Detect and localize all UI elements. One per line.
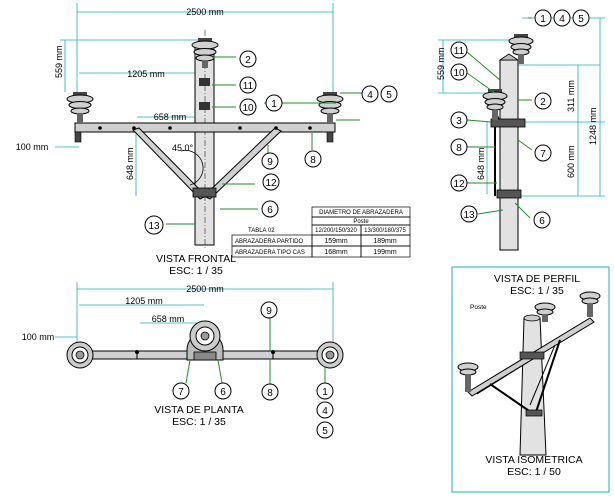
table-name: TABLA 02 — [248, 228, 275, 234]
front-view-scale: ESC: 1 / 35 — [169, 265, 223, 277]
dim-2500-front: 2500 mm — [186, 7, 224, 17]
callout-8-plan: 8 — [267, 388, 273, 399]
dim-311-profile: 311 mm — [566, 80, 576, 112]
callout-4-profile: 4 — [559, 14, 565, 25]
poste-label: Poste — [470, 304, 487, 311]
dim-658-front: 658 mm — [154, 112, 187, 122]
callout-12-profile: 12 — [453, 179, 465, 190]
angle-45: 45.0° — [172, 143, 194, 153]
table-row-1-label: ABRAZADERA PARTIDO — [235, 239, 303, 245]
callout-4-front: 4 — [367, 90, 373, 101]
dim-648-front: 648 mm — [125, 147, 135, 180]
callout-2-front: 2 — [245, 55, 251, 66]
callout-8-profile: 8 — [456, 143, 462, 154]
callout-5-profile: 5 — [578, 14, 584, 25]
pole-plan — [186, 320, 224, 361]
callout-3-profile: 3 — [456, 116, 462, 127]
callout-8-front: 8 — [310, 155, 316, 166]
insulator-right-plan — [316, 341, 344, 369]
plan-view: 2500 mm 1205 mm 658 mm 100 mm — [22, 282, 344, 439]
callout-13-front: 13 — [148, 221, 160, 232]
callout-6-plan: 6 — [220, 387, 226, 398]
dim-2500-plan: 2500 mm — [186, 284, 224, 294]
callout-9-plan: 9 — [266, 306, 272, 317]
callout-1-profile: 1 — [540, 14, 546, 25]
callout-12-front: 12 — [265, 178, 277, 189]
callout-6-front: 6 — [267, 205, 273, 216]
insulator-right-front — [316, 92, 344, 123]
dim-559-front: 559 mm — [54, 45, 64, 78]
table-row-2-v1: 168mm — [324, 249, 348, 256]
dim-559-profile: 559 mm — [436, 47, 446, 80]
plan-view-title: VISTA DE PLANTA — [154, 404, 243, 416]
callout-5-plan: 5 — [322, 426, 328, 437]
table-row-2-v2: 199mm — [373, 249, 397, 256]
dim-600-profile: 600 mm — [566, 145, 576, 178]
table-row-2-label: ABRAZADERA TIPO CAS — [235, 250, 305, 256]
insulator-side-profile — [482, 89, 508, 120]
callout-5-front: 5 — [386, 90, 392, 101]
table-row-1-v1: 159mm — [324, 238, 348, 245]
callout-2-profile: 2 — [540, 97, 546, 108]
dim-1248-profile: 1248 mm — [588, 107, 598, 145]
table-02: DIAMETRO DE ABRAZADERA Poste 12/200/150/… — [231, 206, 411, 258]
insulator-left-front — [66, 92, 94, 123]
insulator-top-profile — [508, 34, 534, 64]
dim-658-plan: 658 mm — [152, 314, 185, 324]
front-view-title: VISTA FRONTAL — [156, 253, 236, 265]
callout-7-plan: 7 — [178, 387, 184, 398]
callout-9-front: 9 — [267, 157, 273, 168]
isometric-view: VISTA DE PERFIL ESC: 1 / 35 Poste — [451, 266, 610, 493]
callout-11-profile: 11 — [454, 46, 465, 57]
callout-4-plan: 4 — [322, 406, 328, 417]
dim-648-profile: 648 mm — [476, 147, 486, 180]
callout-13-profile: 13 — [463, 210, 475, 221]
profile-view-title: VISTA DE PERFIL — [494, 273, 580, 285]
plan-view-scale: ESC: 1 / 35 — [172, 416, 226, 428]
dim-100-plan: 100 mm — [22, 332, 55, 342]
dim-1205-plan: 1205 mm — [125, 296, 163, 306]
table-col-1: 12/200/150/320 — [315, 228, 357, 234]
callout-6-profile: 6 — [539, 216, 545, 227]
callout-1-front: 1 — [271, 99, 277, 110]
front-view: 2500 mm 559 mm 1205 mm 658 mm 100 mm 648… — [16, 3, 398, 277]
callout-10-profile: 10 — [453, 68, 465, 79]
table-row-1-v2: 189mm — [373, 238, 397, 245]
profile-view-scale: ESC: 1 / 35 — [510, 285, 564, 297]
insulator-iso-top — [534, 302, 556, 322]
callout-1-plan: 1 — [322, 387, 328, 398]
insulator-iso-left — [457, 362, 479, 392]
insulator-top-front — [191, 38, 219, 68]
callout-7-profile: 7 — [540, 149, 546, 160]
isometric-view-scale: ESC: 1 / 50 — [507, 466, 561, 478]
callout-11-front: 11 — [243, 81, 254, 92]
isometric-frame — [451, 266, 610, 493]
insulator-left-plan — [66, 341, 94, 369]
table-header: DIAMETRO DE ABRAZADERA — [319, 210, 403, 216]
dim-1205-front: 1205 mm — [127, 69, 165, 79]
dim-100-front: 100 mm — [16, 142, 49, 152]
insulator-iso-right — [579, 291, 601, 317]
profile-view: 559 mm 311 mm 600 mm 1248 mm 648 mm — [436, 9, 605, 251]
callout-10-front: 10 — [242, 103, 254, 114]
isometric-view-title: VISTA ISOMETRICA — [485, 454, 582, 466]
table-subheader: Poste — [353, 219, 369, 225]
table-col-2: 13/300/180/375 — [364, 228, 406, 234]
